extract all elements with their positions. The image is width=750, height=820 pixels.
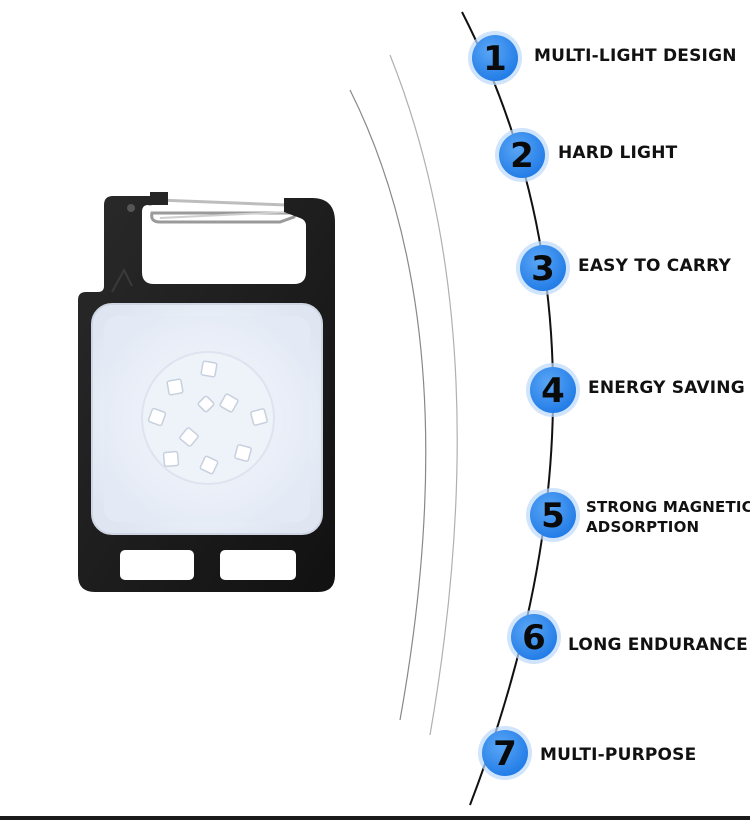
badge-number: 4 bbox=[541, 371, 565, 411]
number-badge: 7 bbox=[478, 726, 532, 780]
feature-label-line: ADSORPTION bbox=[586, 518, 700, 537]
badge-circle bbox=[520, 245, 566, 291]
number-badge: 3 bbox=[516, 241, 570, 295]
bottom-bar bbox=[0, 816, 750, 820]
feature-label-line: ENERGY SAVING bbox=[588, 378, 745, 398]
feature-label-line: EASY TO CARRY bbox=[578, 256, 732, 276]
badge-number: 3 bbox=[531, 249, 555, 289]
number-badge: 1 bbox=[468, 31, 522, 85]
number-badge: 4 bbox=[526, 363, 580, 417]
number-badge: 5 bbox=[526, 488, 580, 542]
feature-label-line: MULTI-PURPOSE bbox=[540, 745, 697, 765]
badge-number: 6 bbox=[522, 618, 546, 658]
badge-number: 5 bbox=[541, 496, 565, 536]
keychain-flashlight-icon bbox=[78, 192, 335, 592]
feature-label: ENERGY SAVING bbox=[588, 378, 745, 398]
feature-label: EASY TO CARRY bbox=[578, 256, 731, 276]
badge-circle bbox=[511, 614, 557, 660]
outer-arc bbox=[389, 54, 458, 736]
badge-group: 1 2 3 4 5 6 7 bbox=[468, 31, 580, 780]
feature-label: HARD LIGHT bbox=[558, 143, 677, 163]
feature-label: MULTI-PURPOSE bbox=[540, 745, 696, 765]
badge-number: 2 bbox=[510, 136, 534, 176]
number-badge: 2 bbox=[495, 128, 549, 182]
badge-circle bbox=[499, 132, 545, 178]
led-chip-icon bbox=[147, 360, 268, 475]
feature-label-line: STRONG MAGNETIC bbox=[586, 498, 750, 516]
badge-number: 7 bbox=[493, 734, 517, 774]
feature-label-line: MULTI-LIGHT DESIGN bbox=[534, 46, 737, 66]
feature-label: LONG ENDURANCE bbox=[568, 635, 748, 655]
badge-number: 1 bbox=[483, 39, 507, 79]
badge-circle bbox=[482, 730, 528, 776]
badge-circle bbox=[530, 367, 576, 413]
feature-label: STRONG MAGNETIC ADSORPTION bbox=[586, 497, 750, 538]
badge-circle bbox=[472, 35, 518, 81]
feature-label-line: HARD LIGHT bbox=[558, 143, 678, 163]
number-badge: 6 bbox=[507, 610, 561, 664]
feature-label: MULTI-LIGHT DESIGN bbox=[534, 46, 737, 66]
inner-arc bbox=[349, 89, 427, 721]
badge-circle bbox=[530, 492, 576, 538]
carabiner-clip-icon bbox=[148, 198, 297, 224]
feature-label-line: LONG ENDURANCE bbox=[568, 635, 748, 655]
